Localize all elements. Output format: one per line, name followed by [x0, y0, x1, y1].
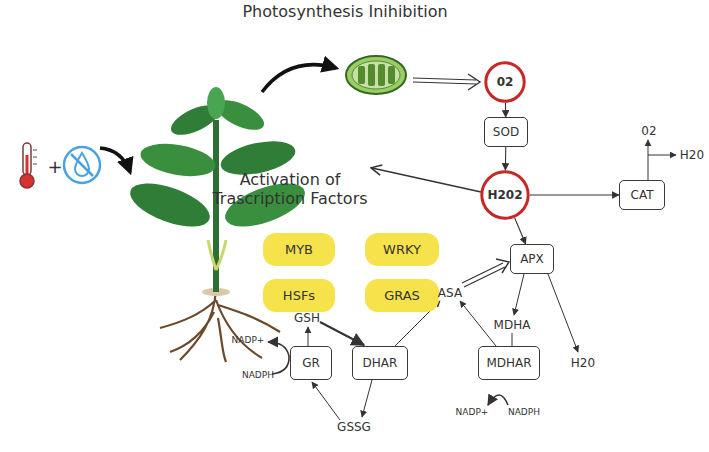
water-icon: [64, 147, 100, 183]
cofactor-arrow: [268, 342, 289, 374]
cycle-line: [512, 333, 513, 346]
enzyme-box: GR: [290, 346, 332, 380]
node-text: WRKY: [383, 243, 421, 257]
factor-blob: HSFs: [263, 279, 335, 312]
cofactor-arrow: [488, 395, 508, 405]
plant-arrow: [262, 65, 336, 92]
node-text: GR: [302, 356, 320, 370]
node-text: GRAS: [384, 289, 420, 303]
reaction-arrow: [515, 218, 526, 244]
species-circle: H202: [480, 170, 530, 220]
reaction-arrow: [505, 147, 506, 170]
factor-blob: MYB: [263, 233, 335, 266]
node-text: MYB: [285, 243, 313, 257]
product-arrow: [648, 155, 676, 156]
double-arrow: [413, 74, 480, 90]
thermometer-icon: [20, 143, 37, 188]
chloroplast-icon: [346, 56, 406, 94]
node-text: H202: [487, 188, 522, 202]
factor-blob: WRKY: [365, 233, 439, 266]
group-heading: Activation of Trascription Factors: [203, 170, 378, 208]
reaction-arrow: [505, 103, 506, 117]
cycle-arrow: [312, 382, 340, 420]
reaction-arrow: [530, 194, 619, 195]
cycle-arrow: [460, 301, 496, 346]
cofactor-label: NADP+: [456, 407, 489, 418]
node-text: DHAR: [363, 356, 398, 370]
node-text: HSFs: [283, 289, 315, 303]
enzyme-box: APX: [510, 244, 554, 274]
product-label: 02: [641, 124, 656, 138]
double-arrow: [462, 259, 509, 287]
product-label: H20: [680, 148, 704, 162]
diagram-title: Photosynthesis Inihibition: [205, 2, 485, 21]
species-circle: 02: [484, 61, 526, 103]
metabolite-label: GSSG: [337, 420, 371, 434]
product-arrow: [514, 274, 524, 315]
cofactor-label: NADPH: [242, 370, 274, 381]
node-text: CAT: [631, 188, 654, 202]
product-label: H20: [571, 356, 595, 370]
stress-arrow: [100, 148, 130, 172]
plus-sign: +: [47, 156, 62, 178]
cycle-arrow: [362, 380, 372, 417]
node-text: MDHAR: [486, 356, 531, 370]
product-arrow: [548, 274, 578, 352]
enzyme-box: SOD: [484, 117, 528, 147]
enzyme-box: DHAR: [352, 346, 408, 380]
metabolite-label: GSH: [294, 311, 320, 325]
plant-illustration: [125, 87, 311, 362]
node-text: 02: [497, 75, 514, 89]
enzyme-box: CAT: [619, 180, 665, 210]
cofactor-label: NADP+: [232, 335, 265, 346]
enzyme-box: MDHAR: [478, 346, 540, 380]
cofactor-label: NADPH: [508, 407, 540, 418]
metabolite-label: MDHA: [494, 318, 531, 332]
signal-arrow: [372, 168, 481, 192]
node-text: APX: [520, 252, 544, 266]
factor-blob: GRAS: [365, 279, 439, 312]
product-arrow: [648, 140, 649, 180]
node-text: SOD: [493, 125, 519, 139]
cycle-arrow: [308, 327, 309, 346]
metabolite-label: ASA: [438, 286, 462, 300]
cycle-arrow: [320, 322, 364, 345]
